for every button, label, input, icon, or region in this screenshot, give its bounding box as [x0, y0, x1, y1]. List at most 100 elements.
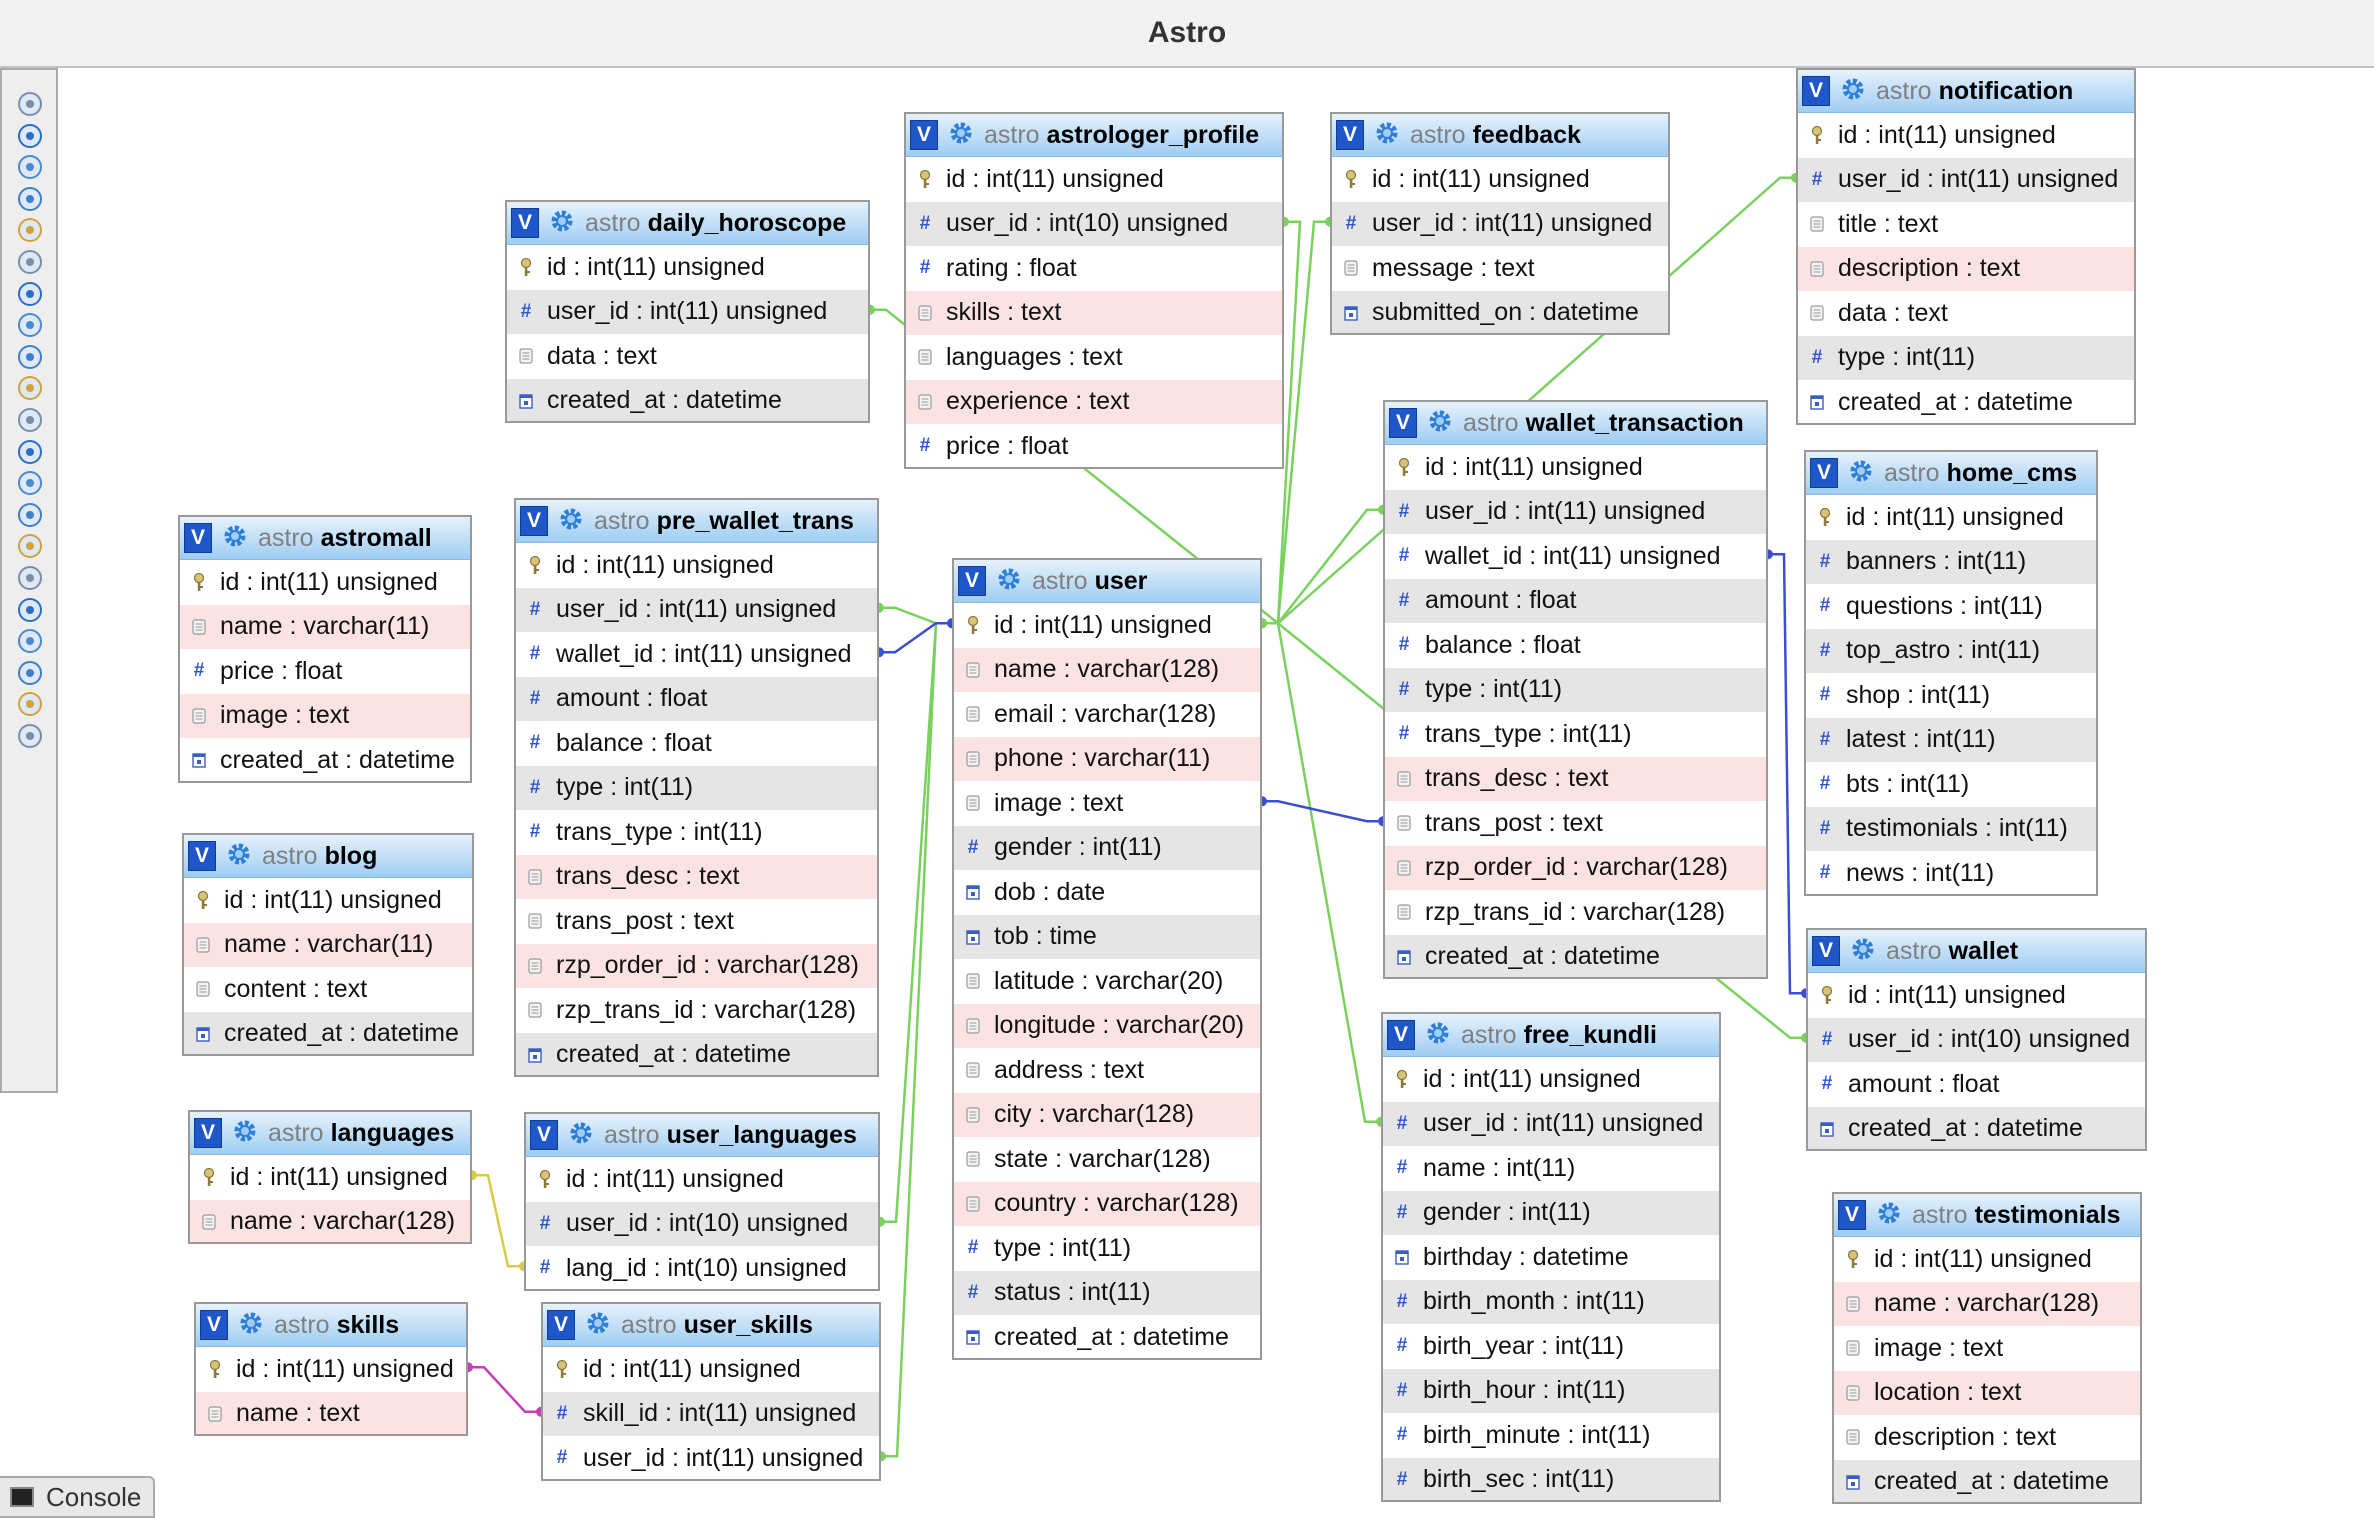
- gear-icon[interactable]: [1876, 1200, 1902, 1231]
- column-row[interactable]: id : int(11) unsigned: [507, 245, 868, 290]
- column-row[interactable]: created_at : datetime: [507, 378, 868, 421]
- column-row[interactable]: #user_id : int(11) unsigned: [1383, 1101, 1719, 1146]
- reload-icon[interactable]: [14, 436, 46, 468]
- column-row[interactable]: #questions : int(11): [1806, 584, 2096, 629]
- export-icon[interactable]: [14, 657, 46, 689]
- fit-screen-icon[interactable]: [14, 120, 46, 152]
- column-row[interactable]: id : int(11) unsigned: [526, 1157, 878, 1202]
- gear-icon[interactable]: [568, 1120, 594, 1151]
- column-row[interactable]: id : int(11) unsigned: [1834, 1237, 2140, 1282]
- column-row[interactable]: id : int(11) unsigned: [190, 1155, 470, 1200]
- column-row[interactable]: data : text: [507, 334, 868, 379]
- column-row[interactable]: #type : int(11): [1385, 667, 1766, 712]
- gear-icon[interactable]: [585, 1310, 611, 1341]
- column-row[interactable]: #balance : float: [516, 721, 877, 766]
- column-row[interactable]: #banners : int(11): [1806, 539, 2096, 584]
- column-row[interactable]: created_at : datetime: [516, 1032, 877, 1075]
- toggle-columns-button[interactable]: V: [910, 120, 938, 150]
- column-row[interactable]: #user_id : int(10) unsigned: [1808, 1017, 2145, 1062]
- column-row[interactable]: content : text: [184, 967, 472, 1012]
- gear-icon[interactable]: [1850, 936, 1876, 967]
- gear-icon[interactable]: [232, 1118, 258, 1149]
- column-row[interactable]: #skill_id : int(11) unsigned: [543, 1391, 879, 1436]
- column-row[interactable]: #shop : int(11): [1806, 673, 2096, 718]
- column-row[interactable]: id : int(11) unsigned: [1383, 1057, 1719, 1102]
- toggle-columns-button[interactable]: V: [188, 841, 216, 871]
- column-row[interactable]: rzp_trans_id : varchar(128): [1385, 890, 1766, 935]
- column-row[interactable]: #price : float: [906, 424, 1282, 467]
- column-row[interactable]: id : int(11) unsigned: [1806, 495, 2096, 540]
- column-row[interactable]: #amount : float: [516, 676, 877, 721]
- column-row[interactable]: state : varchar(128): [954, 1137, 1260, 1182]
- edit-icon[interactable]: [14, 214, 46, 246]
- column-row[interactable]: #type : int(11): [1798, 335, 2134, 380]
- arrow-left-icon[interactable]: [14, 499, 46, 531]
- column-row[interactable]: image : text: [954, 781, 1260, 826]
- column-row[interactable]: #user_id : int(11) unsigned: [543, 1436, 879, 1479]
- gear-icon[interactable]: [1840, 76, 1866, 107]
- column-row[interactable]: id : int(11) unsigned: [906, 157, 1282, 202]
- circle-check-icon[interactable]: [14, 88, 46, 120]
- relation-icon[interactable]: [14, 372, 46, 404]
- toggle-columns-button[interactable]: V: [184, 523, 212, 553]
- column-row[interactable]: #birth_year : int(11): [1383, 1324, 1719, 1369]
- column-row[interactable]: #balance : float: [1385, 623, 1766, 668]
- column-row[interactable]: name : varchar(11): [180, 604, 470, 649]
- column-row[interactable]: experience : text: [906, 379, 1282, 424]
- gear-icon[interactable]: [1425, 1020, 1451, 1051]
- column-row[interactable]: description : text: [1798, 246, 2134, 291]
- download-icon[interactable]: [14, 594, 46, 626]
- gear-icon[interactable]: [222, 523, 248, 554]
- column-row[interactable]: birthday : datetime: [1383, 1235, 1719, 1280]
- column-row[interactable]: created_at : datetime: [1808, 1106, 2145, 1149]
- column-row[interactable]: #user_id : int(11) unsigned: [1385, 489, 1766, 534]
- column-row[interactable]: rzp_order_id : varchar(128): [1385, 845, 1766, 890]
- column-row[interactable]: #user_id : int(11) unsigned: [1798, 157, 2134, 202]
- column-row[interactable]: id : int(11) unsigned: [196, 1347, 466, 1392]
- toggle-columns-button[interactable]: V: [1810, 458, 1838, 488]
- column-row[interactable]: #latest : int(11): [1806, 717, 2096, 762]
- column-row[interactable]: latitude : varchar(20): [954, 959, 1260, 1004]
- column-row[interactable]: #amount : float: [1385, 578, 1766, 623]
- link-icon[interactable]: [14, 625, 46, 657]
- column-row[interactable]: image : text: [1834, 1326, 2140, 1371]
- column-row[interactable]: rzp_order_id : varchar(128): [516, 943, 877, 988]
- toggle-columns-button[interactable]: V: [1387, 1020, 1415, 1050]
- column-row[interactable]: dob : date: [954, 870, 1260, 915]
- column-row[interactable]: id : int(11) unsigned: [1332, 157, 1668, 202]
- arrow-down-icon[interactable]: [14, 562, 46, 594]
- column-row[interactable]: longitude : varchar(20): [954, 1003, 1260, 1048]
- column-row[interactable]: #birth_month : int(11): [1383, 1279, 1719, 1324]
- toggle-columns-button[interactable]: V: [1802, 76, 1830, 106]
- toggle-columns-button[interactable]: V: [547, 1310, 575, 1340]
- gear-icon[interactable]: [996, 566, 1022, 597]
- column-row[interactable]: #lang_id : int(10) unsigned: [526, 1246, 878, 1289]
- column-row[interactable]: id : int(11) unsigned: [180, 560, 470, 605]
- toggle-icon[interactable]: [14, 404, 46, 436]
- column-row[interactable]: address : text: [954, 1048, 1260, 1093]
- column-row[interactable]: #name : int(11): [1383, 1146, 1719, 1191]
- column-row[interactable]: #user_id : int(10) unsigned: [906, 201, 1282, 246]
- column-row[interactable]: #gender : int(11): [954, 825, 1260, 870]
- column-row[interactable]: trans_desc : text: [516, 854, 877, 899]
- column-row[interactable]: created_at : datetime: [180, 738, 470, 781]
- column-row[interactable]: #type : int(11): [954, 1226, 1260, 1271]
